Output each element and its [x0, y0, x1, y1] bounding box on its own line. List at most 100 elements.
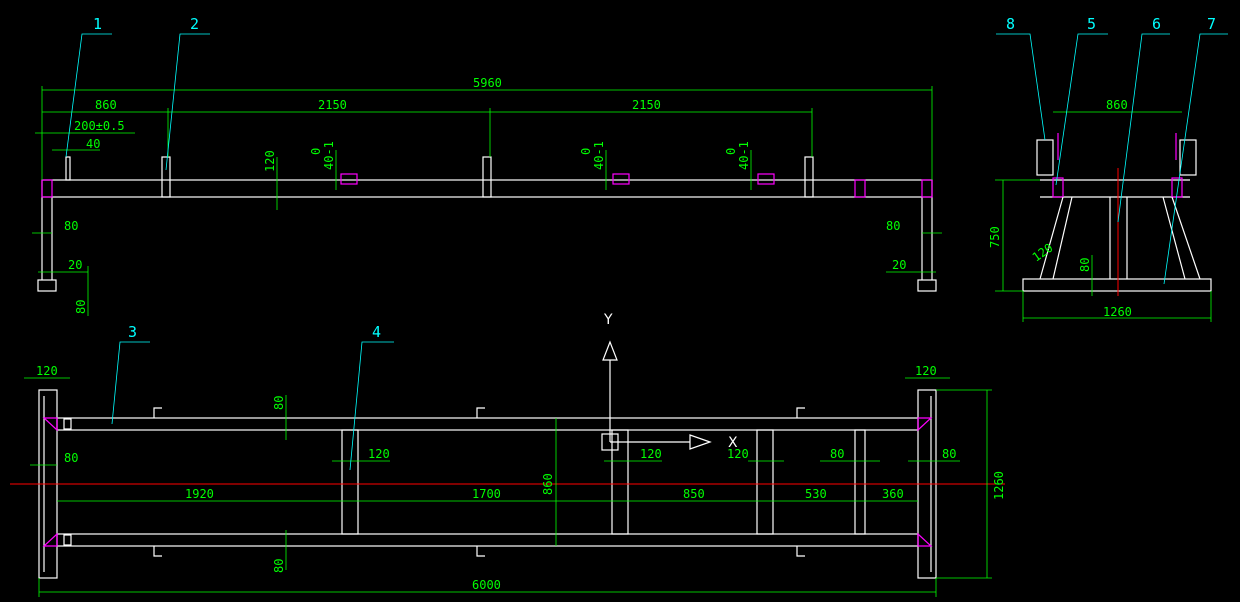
dim-slot-2-top: 0 [579, 148, 593, 155]
label-3: 3 [128, 323, 137, 341]
gusset-tl [42, 417, 58, 432]
tab-bottom-3 [796, 546, 805, 557]
leader-8 [996, 33, 1046, 141]
ucs-x-arrow [689, 434, 712, 450]
leader-2 [165, 33, 210, 171]
plan-view: Y X 120 120 80 80 120 120 120 80 80 1920… [10, 312, 1006, 597]
end-dim-1260: 1260 [1103, 305, 1132, 319]
crossbar-4 [854, 429, 866, 535]
gusset-tr [917, 417, 933, 432]
dim-5960: 5960 [473, 76, 502, 90]
label-4: 4 [372, 323, 381, 341]
plan-bottom-rail-stub [63, 534, 72, 546]
dim-860: 860 [95, 98, 117, 112]
plan-dim-120-b: 120 [640, 447, 662, 461]
plan-dim-850: 850 [683, 487, 705, 501]
end-dim-860: 860 [1106, 98, 1128, 112]
plan-top-rail-stub [63, 418, 72, 430]
side-block-right [921, 179, 933, 198]
end-view: 860 750 120 80 1260 8 5 6 7 [988, 15, 1228, 322]
side-post-3 [482, 156, 492, 198]
dim-slot-1-top: 0 [309, 148, 323, 155]
side-slot-block-1 [340, 173, 358, 185]
dim-foot-80: 80 [74, 300, 88, 314]
plan-dim-120-left: 120 [36, 364, 58, 378]
label-5: 5 [1087, 15, 1096, 33]
leader-7 [1163, 33, 1228, 285]
side-post-4 [804, 156, 814, 198]
end-base [1022, 278, 1212, 292]
tab-top-1 [153, 407, 162, 418]
dim-slot-1: 40-1 [322, 141, 336, 170]
end-dim-80: 80 [1078, 258, 1092, 272]
crossbar-2 [611, 429, 629, 535]
tab-bottom-1 [153, 546, 162, 557]
plan-bottom-rail [56, 533, 919, 547]
dim-slot-3-top: 0 [724, 148, 738, 155]
plan-dim-1260: 1260 [992, 471, 1006, 500]
end-dim-120: 120 [1030, 241, 1056, 265]
dim-2150-a: 2150 [318, 98, 347, 112]
plan-dim-1700: 1700 [472, 487, 501, 501]
tab-top-3 [796, 407, 805, 418]
dim-120-beam: 120 [263, 150, 277, 172]
ucs-y-arrow [602, 340, 618, 361]
dim-2150-b: 2150 [632, 98, 661, 112]
end-leg-left-outer [1039, 196, 1064, 280]
leader-6 [1117, 33, 1170, 223]
leader-3 [111, 341, 150, 425]
end-block-right [1171, 177, 1183, 198]
crossbar-3 [756, 429, 774, 535]
plan-dim-80-right: 80 [942, 447, 956, 461]
label-6: 6 [1152, 15, 1161, 33]
side-slot-block-3 [757, 173, 775, 185]
tab-top-2 [476, 407, 485, 418]
end-leg-right-outer [1171, 196, 1201, 280]
ucs-x-label: X [728, 435, 738, 451]
end-dim-750: 750 [988, 226, 1002, 248]
dim-80-left: 80 [64, 219, 78, 233]
plan-dim-120-right: 120 [915, 364, 937, 378]
end-right-bracket [1179, 139, 1197, 176]
side-slot-block-2 [612, 173, 630, 185]
dim-20-right: 20 [892, 258, 906, 272]
plan-dim-80-top: 80 [272, 396, 286, 410]
plan-dim-120-c: 120 [727, 447, 749, 461]
leader-1 [65, 33, 112, 158]
dim-tolerance: 200±0.5 [74, 119, 125, 133]
end-leg-left-inner [1052, 196, 1073, 280]
label-1: 1 [93, 15, 102, 33]
plan-dim-1920: 1920 [185, 487, 214, 501]
dim-slot-2: 40-1 [592, 141, 606, 170]
leader-5 [1055, 33, 1108, 186]
plan-dim-80-bottom: 80 [272, 559, 286, 573]
end-leg-right-inner [1162, 196, 1186, 280]
side-left-foot [37, 279, 57, 292]
label-7: 7 [1207, 15, 1216, 33]
side-block-right-2 [854, 179, 866, 198]
tab-bottom-2 [476, 546, 485, 557]
plan-dim-80-cross: 80 [830, 447, 844, 461]
side-block-left [41, 179, 53, 198]
plan-dim-6000: 6000 [472, 578, 501, 592]
plan-dim-860: 860 [541, 473, 555, 495]
plan-dim-80-left: 80 [64, 451, 78, 465]
side-main-beam [41, 179, 933, 198]
plan-dim-360: 360 [882, 487, 904, 501]
plan-dim-120-a: 120 [368, 447, 390, 461]
plan-top-rail [56, 417, 919, 431]
label-8: 8 [1006, 15, 1015, 33]
side-post-1 [65, 156, 71, 181]
dim-80-right: 80 [886, 219, 900, 233]
side-right-foot [917, 279, 937, 292]
dim-slot-3: 40-1 [737, 141, 751, 170]
side-post-2 [161, 156, 171, 198]
dim-20-left: 20 [68, 258, 82, 272]
leader-4 [349, 341, 394, 471]
end-block-left [1052, 177, 1064, 198]
side-view: 5960 860 2150 2150 200±0.5 40 120 40-1 4… [32, 15, 942, 316]
gusset-bl [42, 532, 58, 547]
end-left-bracket [1036, 139, 1054, 176]
label-2: 2 [190, 15, 199, 33]
